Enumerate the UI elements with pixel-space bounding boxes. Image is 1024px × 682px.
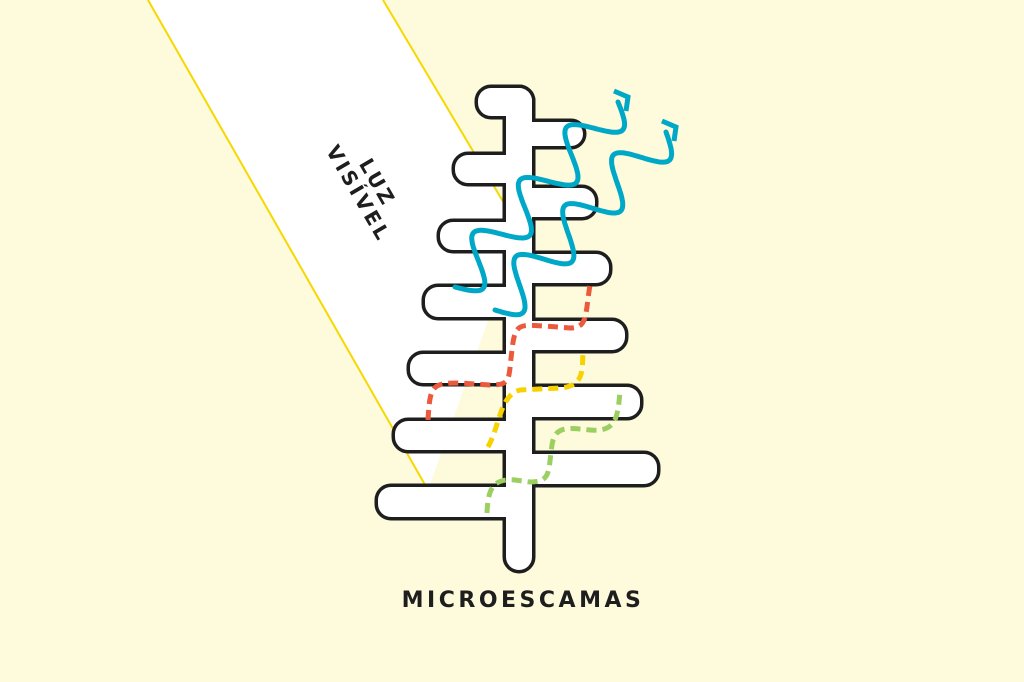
scale-segment — [410, 354, 532, 383]
scale-segment — [478, 88, 532, 116]
yellow-path — [485, 349, 586, 449]
microscale-fill — [378, 88, 657, 570]
arrow-head-icon — [661, 118, 679, 142]
scale-segment — [378, 487, 532, 517]
green-path — [484, 389, 623, 514]
scale-segment — [395, 421, 532, 450]
reflected-wave — [492, 129, 675, 318]
scattered-light-paths — [425, 284, 623, 514]
scale-segment — [425, 287, 532, 317]
scale-segment — [506, 254, 609, 283]
microscales-caption: MICROESCAMAS — [401, 588, 645, 613]
scale-segment — [455, 155, 532, 183]
red-path — [425, 284, 593, 421]
scale-segment — [506, 387, 640, 417]
reflected-blue-waves — [452, 88, 679, 318]
scale-segment — [440, 222, 532, 250]
arrow-head-icon — [613, 88, 631, 112]
reflected-wave — [452, 99, 628, 294]
scale-segment — [506, 321, 625, 350]
